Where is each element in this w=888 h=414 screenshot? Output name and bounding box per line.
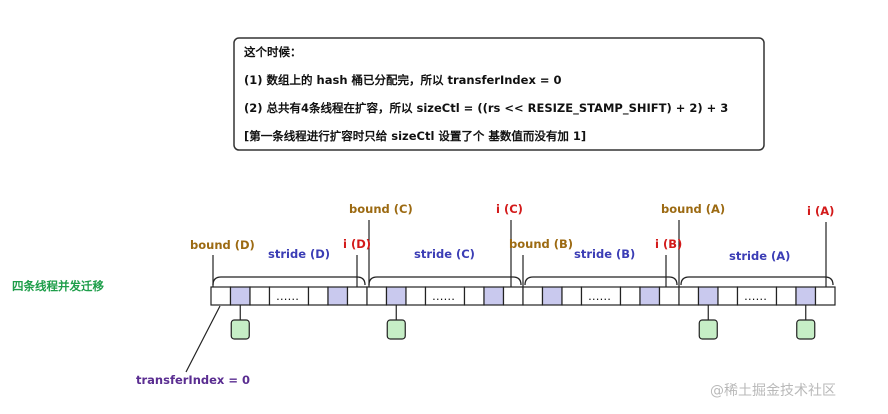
linked-node bbox=[230, 319, 250, 340]
array-cell bbox=[249, 286, 271, 306]
i-d-label: i (D) bbox=[343, 237, 371, 251]
note-box: 这个时候： (1) 数组上的 hash 桶已分配完，所以 transferInd… bbox=[233, 37, 765, 151]
i-a-label: i (A) bbox=[807, 204, 834, 218]
stride-d-label: stride (D) bbox=[268, 247, 330, 261]
array-cell bbox=[678, 286, 700, 306]
array-cell bbox=[775, 286, 797, 306]
array-cell bbox=[522, 286, 544, 306]
ellipsis-b: …… bbox=[588, 289, 611, 303]
i-c-label: i (C) bbox=[496, 202, 523, 216]
watermark: @稀土掘金技术社区 bbox=[710, 383, 836, 399]
bucket-cell bbox=[385, 286, 407, 306]
array-cell bbox=[210, 286, 232, 306]
range-brace bbox=[368, 276, 522, 286]
ellipsis-c: …… bbox=[432, 289, 455, 303]
bucket-cell bbox=[795, 286, 817, 306]
array-cell bbox=[814, 286, 836, 306]
array-cell bbox=[405, 286, 427, 306]
i-b-label: i (B) bbox=[655, 237, 682, 251]
array-cell bbox=[658, 286, 680, 306]
array-cell bbox=[502, 286, 524, 306]
bound-c-label: bound (C) bbox=[349, 202, 413, 216]
transfer-index-label: transferIndex = 0 bbox=[136, 373, 250, 387]
bucket-cell bbox=[639, 286, 661, 306]
array-cell bbox=[346, 286, 368, 306]
array-cell bbox=[307, 286, 329, 306]
bucket-cell bbox=[483, 286, 505, 306]
ellipsis-a: …… bbox=[744, 289, 767, 303]
note-line-3: (2) 总共有4条线程在扩容，所以 sizeCtl = ((rs << RESI… bbox=[244, 101, 728, 116]
range-brace bbox=[212, 276, 366, 286]
range-brace bbox=[524, 276, 678, 286]
stride-c-label: stride (C) bbox=[414, 247, 475, 261]
stride-a-label: stride (A) bbox=[729, 249, 790, 263]
pointer-lines bbox=[185, 220, 827, 373]
note-line-1: 这个时候： bbox=[244, 45, 302, 59]
linked-node bbox=[386, 319, 406, 340]
side-label: 四条线程并发迁移 bbox=[12, 279, 104, 293]
bound-a-label: bound (A) bbox=[661, 202, 725, 216]
array-cell bbox=[717, 286, 739, 306]
bucket-cell bbox=[229, 286, 251, 306]
linked-node bbox=[796, 319, 816, 340]
bucket-cell bbox=[541, 286, 563, 306]
bucket-cell bbox=[327, 286, 349, 306]
bound-d-label: bound (D) bbox=[190, 238, 255, 252]
array-cell bbox=[561, 286, 583, 306]
bucket-nodes bbox=[230, 305, 816, 340]
array-cell bbox=[619, 286, 641, 306]
bucket-array bbox=[210, 286, 836, 306]
array-cell bbox=[463, 286, 485, 306]
bucket-cell bbox=[697, 286, 719, 306]
transfer-index-pointer bbox=[185, 305, 221, 373]
note-line-2: (1) 数组上的 hash 桶已分配完，所以 transferIndex = 0 bbox=[244, 73, 562, 87]
ellipsis-d: …… bbox=[276, 289, 299, 303]
range-braces bbox=[212, 276, 834, 286]
bound-b-label: bound (B) bbox=[509, 237, 573, 251]
stride-b-label: stride (B) bbox=[574, 247, 635, 261]
array-cell bbox=[366, 286, 388, 306]
range-brace bbox=[680, 276, 834, 286]
note-line-4: [第一条线程进行扩容时只给 sizeCtl 设置了个 基数值而没有加 1] bbox=[244, 129, 586, 143]
linked-node bbox=[698, 319, 718, 340]
